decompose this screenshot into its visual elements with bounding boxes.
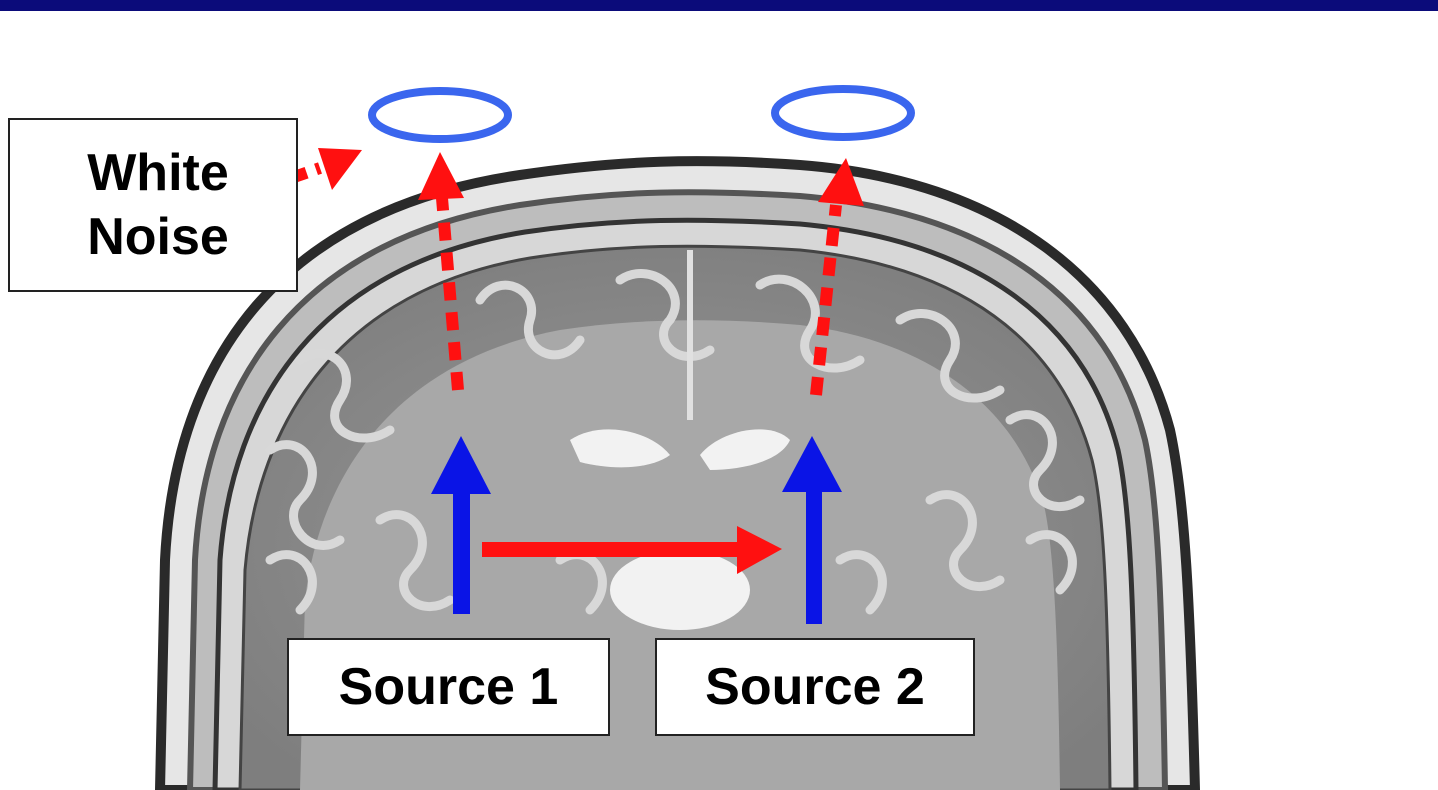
sensor-ring-left xyxy=(372,91,508,139)
white-noise-line1: White xyxy=(87,141,229,205)
source1-label: Source 1 xyxy=(287,638,610,736)
source2-label: Source 2 xyxy=(655,638,975,736)
white-noise-line2: Noise xyxy=(87,205,229,269)
white-noise-label: White Noise xyxy=(8,118,298,292)
sensor-ring-right xyxy=(775,89,911,137)
